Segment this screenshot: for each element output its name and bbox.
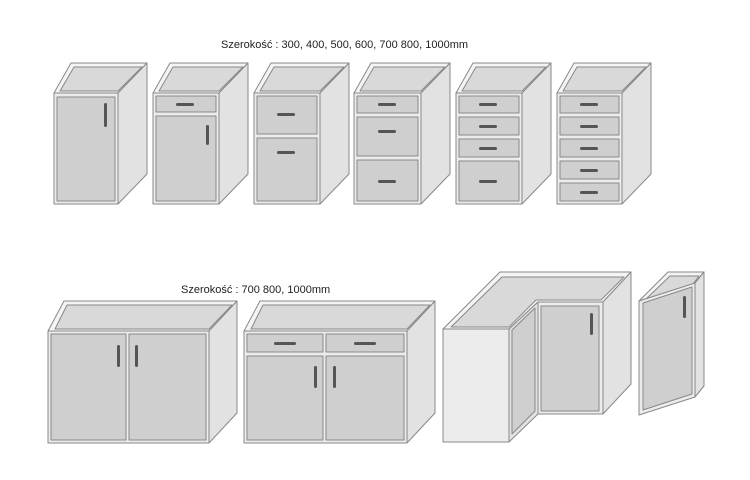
cabinet-front-left bbox=[442, 328, 510, 443]
drawer-handle bbox=[378, 180, 396, 183]
door-handle-left bbox=[314, 366, 317, 388]
drawer-handle bbox=[378, 103, 396, 106]
door-panel-left bbox=[50, 333, 127, 441]
cabinet-inner bbox=[259, 66, 345, 92]
drawer-handle-left bbox=[274, 342, 296, 345]
cabinet-side bbox=[602, 271, 632, 415]
door-handle bbox=[104, 103, 107, 127]
cabinet-inner bbox=[158, 66, 244, 92]
door-panel-right bbox=[325, 355, 405, 441]
drawer-handle bbox=[479, 147, 497, 150]
cabinet-corner bbox=[442, 271, 632, 443]
cabinet-drawers-double-door bbox=[243, 300, 436, 444]
cabinet-inner bbox=[59, 66, 143, 92]
drawer-handle bbox=[580, 103, 598, 106]
door-handle bbox=[206, 125, 209, 145]
drawer-handle bbox=[479, 180, 497, 183]
door-handle bbox=[590, 313, 593, 335]
door-handle-left bbox=[117, 345, 120, 367]
drawer-handle bbox=[479, 103, 497, 106]
cabinet-inner bbox=[450, 276, 625, 328]
cabinet-inner bbox=[562, 66, 647, 92]
cabinet-door bbox=[53, 62, 148, 205]
cabinet-five-drawers bbox=[556, 62, 652, 205]
drawer-panel bbox=[356, 116, 419, 157]
drawer-handle bbox=[277, 151, 295, 154]
cabinet-inner bbox=[250, 304, 431, 330]
door-handle-right bbox=[333, 366, 336, 388]
door-handle-right bbox=[135, 345, 138, 367]
door-panel bbox=[642, 286, 693, 411]
cabinet-four-drawers bbox=[455, 62, 552, 205]
cabinet-double-door bbox=[47, 300, 238, 444]
drawer-panel bbox=[256, 137, 318, 202]
door-handle bbox=[683, 296, 686, 318]
drawer-handle bbox=[378, 130, 396, 133]
top-row-width-caption: Szerokość : 300, 400, 500, 600, 700 800,… bbox=[221, 39, 469, 51]
cabinet-three-drawers bbox=[353, 62, 451, 205]
cabinet-inner bbox=[359, 66, 446, 92]
cabinet-inner bbox=[54, 304, 233, 330]
cabinet-two-drawers bbox=[253, 62, 350, 205]
cabinet-angled bbox=[638, 271, 705, 416]
cabinet-drawer-door bbox=[152, 62, 249, 205]
drawer-handle bbox=[580, 169, 598, 172]
door-panel-right bbox=[540, 305, 600, 412]
drawer-handle-right bbox=[354, 342, 376, 345]
door-panel-left bbox=[246, 355, 324, 441]
bottom-row-width-caption: Szerokość : 700 800, 1000mm bbox=[181, 284, 331, 296]
drawer-handle bbox=[580, 191, 598, 194]
drawer-handle bbox=[176, 103, 194, 106]
cabinet-inner bbox=[461, 66, 547, 92]
drawer-handle bbox=[580, 125, 598, 128]
cabinet-side bbox=[694, 271, 705, 398]
door-panel-left bbox=[511, 307, 536, 435]
drawer-handle bbox=[580, 147, 598, 150]
drawer-handle bbox=[277, 113, 295, 116]
door-panel-right bbox=[128, 333, 207, 441]
drawer-handle bbox=[479, 125, 497, 128]
